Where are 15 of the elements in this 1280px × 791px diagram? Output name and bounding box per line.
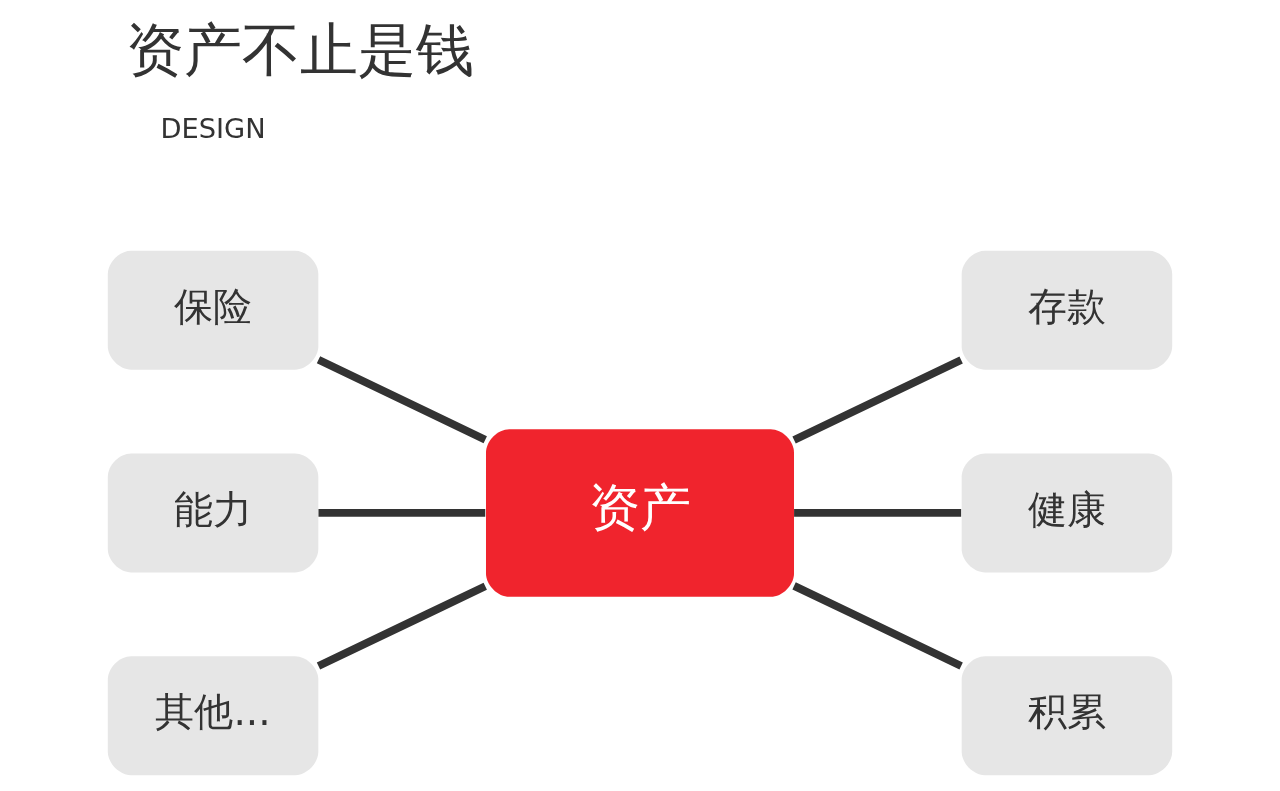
connector xyxy=(316,582,487,670)
node-box: 资产 xyxy=(486,429,794,597)
node-box: 能力 xyxy=(107,453,319,573)
connector xyxy=(316,356,487,444)
label: DESIGN xyxy=(160,113,266,145)
connector xyxy=(792,356,963,444)
node-box: 健康 xyxy=(961,453,1173,573)
diagram-title: 资产不止是钱 xyxy=(125,16,474,85)
connector xyxy=(792,582,963,670)
connector xyxy=(794,509,962,517)
node-box: 存款 xyxy=(961,250,1173,370)
connector xyxy=(318,509,486,517)
node-box: 积累 xyxy=(961,656,1173,776)
node-box: 保险 xyxy=(107,250,319,370)
node-box: 其他... xyxy=(107,656,319,776)
